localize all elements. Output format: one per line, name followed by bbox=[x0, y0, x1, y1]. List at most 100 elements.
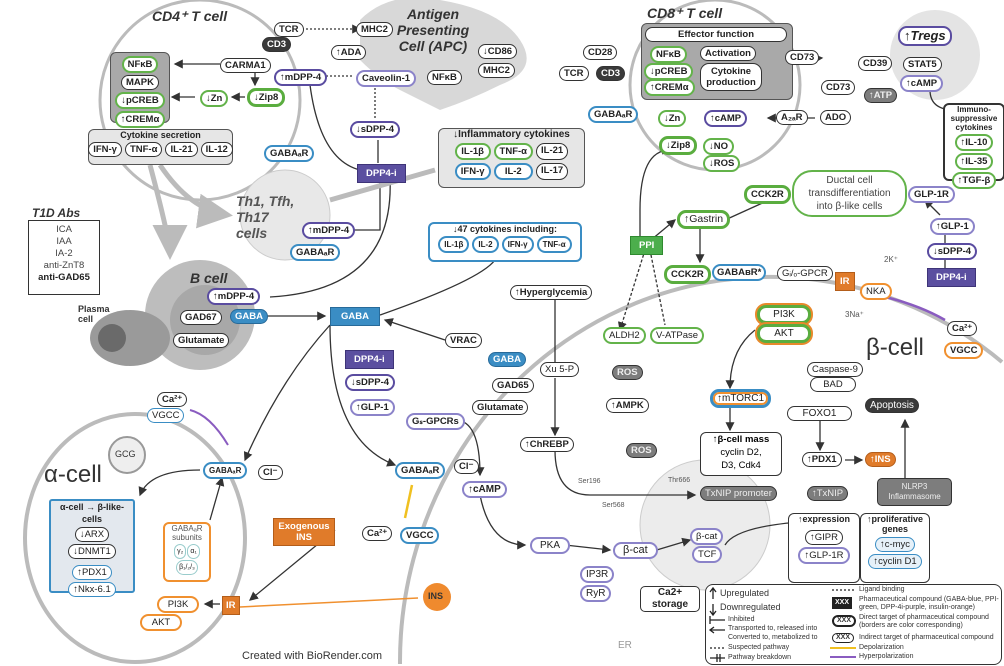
activation: Activation bbox=[700, 46, 756, 61]
alpha1-subunit: α₁ bbox=[187, 544, 200, 559]
gcg: GCG bbox=[115, 449, 136, 459]
beta-subunit: β₁/₂/₃ bbox=[176, 560, 198, 575]
mapk: MAPK bbox=[121, 75, 159, 90]
cytokine: ↑TGF-β bbox=[951, 172, 997, 189]
ductal-transdifferentiation: Ductal cell transdifferentiation into β-… bbox=[792, 170, 907, 217]
legend-ligand: Ligand binding bbox=[859, 586, 905, 593]
txnip-promoter: TxNIP promoter bbox=[700, 486, 777, 501]
subunits-title: GABAₐR subunits bbox=[171, 524, 203, 542]
gaba-compound: GABA bbox=[330, 307, 380, 326]
glp1: ↑GLP-1 bbox=[930, 218, 975, 235]
potassium: 2K⁺ bbox=[884, 255, 899, 264]
apc-nfkb: NFκB bbox=[427, 70, 462, 85]
stat5: STAT5 bbox=[903, 57, 942, 72]
gabaar: GABAₐR bbox=[588, 106, 639, 123]
depolarization-arrow bbox=[403, 484, 414, 519]
b-mdpp4: ↑mDPP-4 bbox=[207, 288, 261, 305]
ros: ROS bbox=[612, 365, 643, 380]
t1d-title: T1D Abs bbox=[32, 206, 81, 220]
gabaar: GABAₐR bbox=[395, 462, 446, 479]
caspase-9: Caspase-9 bbox=[807, 362, 863, 377]
c-myc: ↑c-myc bbox=[874, 537, 916, 552]
chloride: Cl⁻ bbox=[258, 465, 283, 480]
cck2r: CCK2R bbox=[744, 185, 791, 204]
legend-compound: Pharmaceutical compound (GABA-blue, PPI-… bbox=[859, 596, 999, 611]
camp: ↑cAMP bbox=[704, 110, 748, 127]
th-gabaar: GABAₐR bbox=[290, 244, 341, 261]
cd8-title: CD8⁺ T cell bbox=[647, 5, 723, 21]
legend-arrows bbox=[708, 586, 856, 662]
ros: ROS bbox=[626, 443, 657, 458]
cytokine: IFN-γ bbox=[454, 163, 491, 180]
antibody: anti-ZnT8 bbox=[43, 260, 85, 271]
er-label: ER bbox=[618, 640, 632, 651]
aldh2: ALDH2 bbox=[603, 327, 646, 344]
ip3r: IP3R bbox=[580, 566, 615, 583]
apc-mhc2: MHC2 bbox=[478, 63, 515, 78]
tregs: ↑Tregs bbox=[898, 26, 952, 46]
legend-suspected: Suspected pathway bbox=[728, 644, 790, 651]
ampk: ↑AMPK bbox=[606, 398, 649, 413]
legend-depolarization: Depolarization bbox=[859, 644, 904, 651]
mhc2: MHC2 bbox=[356, 22, 393, 37]
ryr: RyR bbox=[580, 585, 612, 602]
pcreb: ↓pCREB bbox=[115, 92, 165, 109]
legend-xxx-indirect: XXX bbox=[832, 633, 855, 643]
sdpp4: ↓sDPP-4 bbox=[350, 121, 401, 138]
dpp4i-compound: DPP4-i bbox=[927, 268, 976, 287]
expression-title: ↑expression bbox=[797, 514, 851, 524]
th-cells-title: Th1, Tfh, Th17 cells bbox=[236, 193, 295, 241]
dpp4i-compound: DPP4-i bbox=[357, 164, 406, 183]
effector-function: Effector function bbox=[645, 27, 787, 42]
legend-indirect: Indirect target of pharmaceutical compou… bbox=[859, 634, 994, 641]
th-mdpp4: ↑mDPP-4 bbox=[302, 222, 356, 239]
cytokine: TNF-α bbox=[493, 143, 534, 160]
inflammatory-title: ↓Inflammatory cytokines bbox=[453, 129, 570, 140]
bad: BAD bbox=[810, 377, 856, 392]
cytokine: IFN-γ bbox=[501, 236, 534, 253]
cytokine: TNF-α bbox=[536, 236, 572, 253]
vgcc: VGCC bbox=[147, 408, 185, 423]
antibody: IAA bbox=[56, 236, 72, 247]
gs-gpcrs: Gₛ-GPCRs bbox=[406, 413, 465, 430]
ins-label: INS bbox=[428, 591, 444, 601]
glutamate: Glutamate bbox=[472, 400, 529, 415]
cck2r: CCK2R bbox=[664, 265, 711, 284]
crema: ↑CREMα bbox=[644, 79, 695, 96]
xu5p: Xu 5-P bbox=[540, 362, 580, 377]
ser568: Ser568 bbox=[602, 502, 625, 509]
legend-downregulated: Downregulated bbox=[720, 602, 781, 612]
hyperglycemia: ↑Hyperglycemia bbox=[510, 285, 593, 300]
pdx1: ↑PDX1 bbox=[802, 452, 842, 467]
no: ↓NO bbox=[703, 138, 734, 155]
antibody: ICA bbox=[56, 224, 72, 235]
b-cell-title: B cell bbox=[190, 270, 228, 286]
beta-cell-mass-box: ↑β-cell mass cyclin D2, D3, Cdk4 bbox=[700, 432, 782, 476]
cytokine: IL-12 bbox=[200, 142, 233, 157]
nucleus bbox=[639, 459, 771, 591]
calcium: Ca²⁺ bbox=[362, 526, 393, 541]
insulin-arrow bbox=[239, 597, 419, 608]
legend: Upregulated Downregulated Inhibited Tran… bbox=[705, 584, 1002, 665]
cd86: ↓CD86 bbox=[478, 44, 518, 59]
gamma2-subunit: γ₂ bbox=[174, 544, 187, 559]
expression-box: ↑expression ↑GIPR ↑GLP-1R bbox=[788, 513, 860, 583]
atp: ↑ATP bbox=[864, 88, 898, 103]
txnip: ↑TxNIP bbox=[807, 486, 849, 501]
sdpp4: ↓sDPP-4 bbox=[345, 374, 396, 391]
a2ar: A₂ₐR bbox=[776, 110, 808, 125]
ros: ↓ROS bbox=[703, 155, 741, 172]
akt: AKT bbox=[140, 614, 182, 631]
nlrp3-inflammasome: NLRP3 Inflammasome bbox=[877, 478, 952, 506]
insulin-receptor: IR bbox=[835, 272, 855, 291]
carma1: CARMA1 bbox=[220, 58, 271, 73]
cytokine: IL-17 bbox=[536, 163, 569, 180]
pi3k: PI3K bbox=[757, 305, 811, 324]
cytokine: IL-1β bbox=[438, 236, 470, 253]
tcf: TCF bbox=[692, 546, 723, 563]
cytokine: IL-21 bbox=[536, 143, 569, 160]
nfkb: NFκB bbox=[121, 56, 159, 73]
gad65: GAD65 bbox=[492, 378, 534, 393]
inflammatory-cytokines-box: ↓Inflammatory cytokines IL-1β TNF-α IL-2… bbox=[438, 128, 585, 188]
